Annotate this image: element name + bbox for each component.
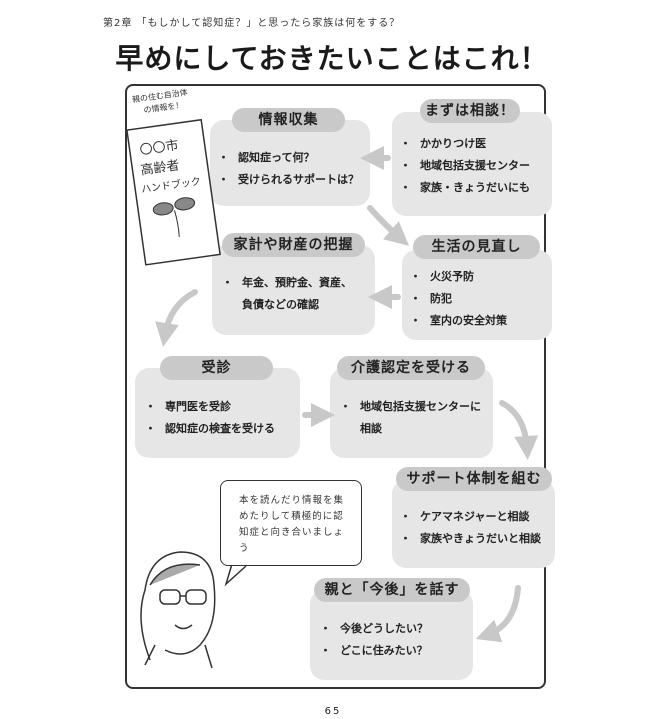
step-items: 今後どうしたい？ どこに住みたい？ xyxy=(320,618,428,662)
list-item: 認知症の検査を受ける xyxy=(145,418,275,440)
step-items: 火災予防 防犯 室内の安全対策 xyxy=(410,266,507,332)
step-label: まずは相談！ xyxy=(420,99,520,123)
step-items: 地域包括支援センターに相談 xyxy=(340,396,485,440)
list-item: どこに住みたい？ xyxy=(320,640,428,662)
page-title: 早めにしておきたいことはこれ！ xyxy=(115,42,549,75)
list-item: 年金、預貯金、資産、負債などの確認 xyxy=(222,272,362,316)
step-label: 生活の見直し xyxy=(413,235,540,259)
list-item: 認知症って何？ xyxy=(218,147,359,169)
step-label: サポート体制を組む xyxy=(396,467,552,491)
step-label: 介護認定を受ける xyxy=(337,356,485,380)
speech-bubble: 本を読んだり情報を集めたりして積極的に認知症と向き合いましょう xyxy=(220,480,362,566)
list-item: ケアマネジャーと相談 xyxy=(400,506,541,528)
list-item: 家族・きょうだいにも xyxy=(400,177,530,199)
list-item: 今後どうしたい？ xyxy=(320,618,428,640)
step-label: 親と「今後」を話す xyxy=(314,578,470,602)
step-items: 専門医を受診 認知症の検査を受ける xyxy=(145,396,275,440)
list-item: 受けられるサポートは？ xyxy=(218,169,359,191)
step-label: 家計や財産の把握 xyxy=(222,233,365,257)
step-label: 情報収集 xyxy=(232,108,345,132)
step-items: 年金、預貯金、資産、負債などの確認 xyxy=(222,272,362,316)
step-items: かかりつけ医 地域包括支援センター 家族・きょうだいにも xyxy=(400,133,530,199)
list-item: 火災予防 xyxy=(410,266,507,288)
step-label: 受診 xyxy=(160,356,273,380)
list-item: かかりつけ医 xyxy=(400,133,530,155)
page-number: 65 xyxy=(324,706,342,717)
list-item: 家族やきょうだいと相談 xyxy=(400,528,541,550)
step-items: 認知症って何？ 受けられるサポートは？ xyxy=(218,147,359,191)
list-item: 地域包括支援センターに相談 xyxy=(340,396,485,440)
content-frame xyxy=(125,84,546,689)
chapter-header: 第2章 「もしかして認知症？」と思ったら家族は何をする？ xyxy=(103,18,401,29)
list-item: 防犯 xyxy=(410,288,507,310)
list-item: 地域包括支援センター xyxy=(400,155,530,177)
list-item: 専門医を受診 xyxy=(145,396,275,418)
step-items: ケアマネジャーと相談 家族やきょうだいと相談 xyxy=(400,506,541,550)
list-item: 室内の安全対策 xyxy=(410,310,507,332)
